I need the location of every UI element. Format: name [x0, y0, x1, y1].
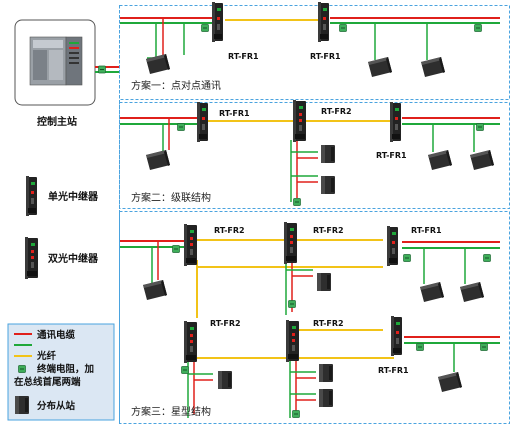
s3-repeater1-label: RT-FR2	[214, 226, 245, 235]
diagram-frames	[119, 5, 510, 424]
dual-repeater-key	[25, 237, 38, 279]
legend-terminator-label-2: 在总线首尾两端	[14, 376, 81, 388]
master-link	[95, 65, 119, 74]
master-station-label: 控制主站	[37, 115, 77, 128]
scheme2-network	[120, 100, 500, 206]
scheme1-network	[120, 2, 500, 77]
legend	[7, 323, 115, 421]
s3-repeater5-label: RT-FR2	[313, 319, 344, 328]
s1-repeater1-label: RT-FR1	[228, 52, 259, 61]
dual-repeater-label: 双光中继器	[48, 252, 99, 265]
legend-terminator-label-1: 终端电阻，加	[36, 363, 94, 375]
scheme1-title: 方案一：点对点通讯	[131, 79, 221, 92]
s3-repeater6-label: RT-FR1	[378, 366, 409, 375]
scheme3-network	[120, 222, 500, 418]
single-repeater-key	[26, 176, 37, 216]
legend-slave-label: 分布从站	[37, 400, 76, 412]
s2-repeater1-label: RT-FR1	[219, 109, 250, 118]
legend-cable-label: 通讯电缆	[37, 329, 76, 341]
legend-fiber-label: 光纤	[36, 350, 57, 362]
s3-repeater2-label: RT-FR2	[313, 226, 344, 235]
s2-repeater2-label: RT-FR2	[321, 107, 352, 116]
s3-repeater4-label: RT-FR2	[210, 319, 241, 328]
master-station	[14, 19, 96, 106]
single-repeater-label: 单光中继器	[48, 190, 99, 203]
scheme3-title: 方案三：星型结构	[131, 405, 211, 418]
s1-repeater2-label: RT-FR1	[310, 52, 341, 61]
s2-repeater3-label: RT-FR1	[376, 151, 407, 160]
s3-repeater3-label: RT-FR1	[411, 226, 442, 235]
scheme2-title: 方案二：级联结构	[131, 191, 211, 204]
